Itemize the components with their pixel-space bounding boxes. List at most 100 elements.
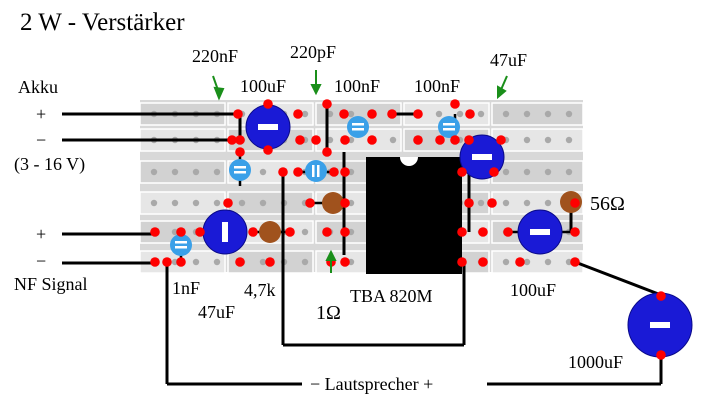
solder-point bbox=[233, 109, 243, 119]
solder-point bbox=[295, 135, 305, 145]
solder-point bbox=[478, 227, 488, 237]
board-hole bbox=[544, 258, 552, 266]
board-hole bbox=[565, 136, 573, 144]
cap-1000uF-wire bbox=[574, 260, 662, 297]
board-hole bbox=[502, 258, 510, 266]
solder-point bbox=[387, 109, 397, 119]
arrows bbox=[212, 70, 508, 273]
solder-point bbox=[464, 198, 474, 208]
solder-point bbox=[340, 135, 350, 145]
label-100uF-bottom: 100uF bbox=[510, 280, 556, 300]
resistor-1ohm bbox=[322, 192, 344, 214]
akku-label: Akku bbox=[18, 77, 58, 97]
cap-47uF-bottom bbox=[202, 209, 248, 255]
solder-point bbox=[235, 147, 245, 157]
solder-point bbox=[503, 227, 513, 237]
label-1nF: 1nF bbox=[172, 278, 200, 298]
solder-point bbox=[570, 227, 580, 237]
board-hole bbox=[213, 199, 221, 207]
board-hole bbox=[502, 110, 510, 118]
solder-point bbox=[570, 198, 580, 208]
solder-point bbox=[263, 99, 273, 109]
board-hole bbox=[192, 199, 200, 207]
resistor-4k7 bbox=[259, 221, 281, 243]
solder-point bbox=[340, 167, 350, 177]
solder-point bbox=[285, 227, 295, 237]
solder-point bbox=[489, 167, 499, 177]
board-hole bbox=[477, 110, 485, 118]
board-strip bbox=[491, 102, 584, 126]
arrow-47uF bbox=[497, 75, 508, 100]
solder-point bbox=[223, 198, 233, 208]
board-hole bbox=[238, 199, 246, 207]
solder-point bbox=[150, 227, 160, 237]
speaker-label: − Lautsprecher + bbox=[310, 374, 433, 394]
label-ic: TBA 820M bbox=[350, 286, 433, 306]
board-hole bbox=[347, 110, 355, 118]
solder-point bbox=[487, 198, 497, 208]
solder-point bbox=[340, 257, 350, 267]
board-hole bbox=[435, 110, 443, 118]
board-hole bbox=[477, 199, 485, 207]
solder-point bbox=[305, 198, 315, 208]
cap-100uF-bottom bbox=[517, 209, 563, 255]
label-220nF: 220nF bbox=[192, 46, 238, 66]
board-hole bbox=[213, 168, 221, 176]
solder-point bbox=[656, 291, 666, 301]
solder-point bbox=[570, 257, 580, 267]
label-56ohm: 56Ω bbox=[590, 193, 625, 215]
solder-point bbox=[367, 135, 377, 145]
board-hole bbox=[544, 110, 552, 118]
solder-point bbox=[367, 109, 377, 119]
arrow-220nF bbox=[212, 75, 225, 101]
solder-point bbox=[457, 257, 467, 267]
solder-point bbox=[465, 109, 475, 119]
board-hole bbox=[565, 168, 573, 176]
solder-point bbox=[322, 147, 332, 157]
solder-point bbox=[340, 227, 350, 237]
board-strip bbox=[139, 160, 226, 184]
solder-point bbox=[457, 227, 467, 237]
board-hole bbox=[213, 258, 221, 266]
solder-point bbox=[235, 257, 245, 267]
board-hole bbox=[502, 168, 510, 176]
solder-point bbox=[656, 350, 666, 360]
solder-point bbox=[435, 135, 445, 145]
labels: Akku + − (3 - 16 V) + − NF Signal 220nF … bbox=[14, 42, 625, 394]
nf-signal-label: NF Signal bbox=[14, 274, 88, 294]
label-4k7: 4,7k bbox=[244, 280, 276, 300]
board-hole bbox=[150, 168, 158, 176]
solder-point bbox=[150, 257, 160, 267]
solder-point bbox=[322, 227, 332, 237]
label-1000uF: 1000uF bbox=[568, 352, 623, 372]
solder-point bbox=[413, 109, 423, 119]
board-hole bbox=[456, 110, 464, 118]
akku-plus-label: + bbox=[36, 104, 46, 124]
nf-minus-label: − bbox=[36, 251, 46, 271]
board-hole bbox=[301, 110, 309, 118]
solder-point bbox=[478, 257, 488, 267]
label-220pF: 220pF bbox=[290, 42, 336, 62]
nf-plus-label: + bbox=[36, 224, 46, 244]
cap-ceramic-100nF-b bbox=[438, 116, 460, 138]
label-47uF-bottom: 47uF bbox=[198, 302, 235, 322]
akku-minus-label: − bbox=[36, 130, 46, 150]
board-hole bbox=[171, 168, 179, 176]
board-hole bbox=[389, 136, 397, 144]
solder-point bbox=[235, 135, 245, 145]
solder-point bbox=[162, 257, 172, 267]
solder-point bbox=[293, 109, 303, 119]
diagram-title: 2 W - Verstärker bbox=[20, 9, 185, 36]
solder-point bbox=[227, 135, 237, 145]
board-hole bbox=[171, 199, 179, 207]
solder-point bbox=[496, 135, 506, 145]
cap-100uF-top bbox=[245, 104, 291, 150]
cap-ceramic-1nF bbox=[170, 234, 192, 256]
board-hole bbox=[259, 199, 267, 207]
board-hole bbox=[259, 168, 267, 176]
board-hole bbox=[502, 199, 510, 207]
solder-point bbox=[339, 109, 349, 119]
board-hole bbox=[301, 258, 309, 266]
label-47uF-top: 47uF bbox=[490, 50, 527, 70]
cap-ceramic-220pF bbox=[305, 160, 327, 182]
